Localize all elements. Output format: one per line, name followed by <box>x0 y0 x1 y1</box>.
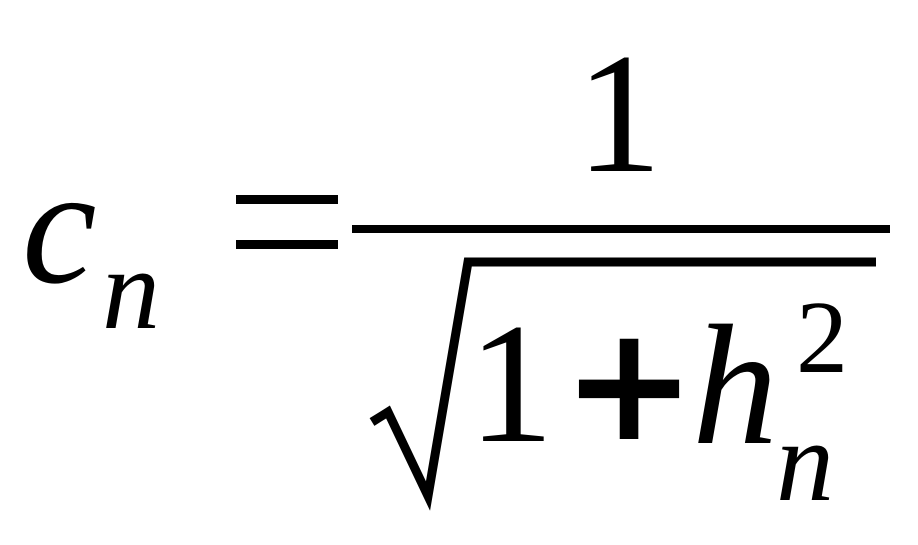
radicand-subscript-n: n <box>776 398 834 526</box>
numerator-one: 1 <box>576 19 662 209</box>
lhs-subscript-n: n <box>102 226 160 354</box>
radicand-superscript-2: 2 <box>796 280 848 395</box>
radicand-variable-h: h <box>692 291 778 481</box>
fraction-bar <box>352 225 890 233</box>
radicand-one: 1 <box>468 289 554 479</box>
equals-sign-top-bar <box>236 195 338 204</box>
plus-sign: + <box>562 290 697 477</box>
equals-sign-bottom-bar <box>236 240 338 249</box>
lhs-variable-c: c <box>22 133 97 319</box>
